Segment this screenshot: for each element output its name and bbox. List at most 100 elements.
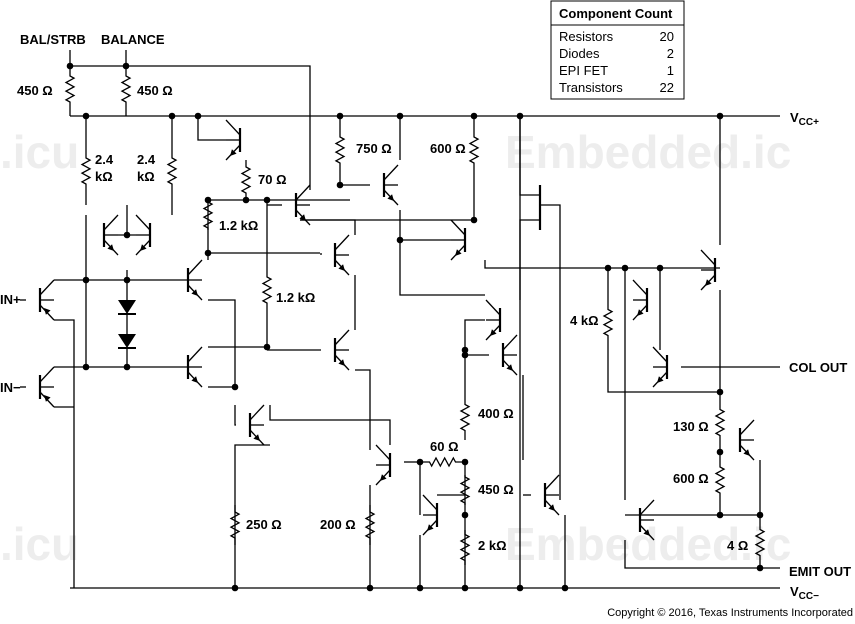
junction-dot [470,216,478,224]
table-border [550,0,685,100]
transistor-arrow [191,289,198,296]
junction-dot [231,584,239,592]
junction-dot [231,383,239,391]
junction-dot [756,511,764,519]
junction-dot [122,62,130,70]
resistor [714,405,726,440]
pin-in-plus: IN+ [0,292,21,307]
transistor-collector [383,164,399,181]
junction-dot [204,196,212,204]
wire [519,116,540,196]
transistor-collector [39,279,55,296]
copyright-notice: Copyright © 2016, Texas Instruments Inco… [607,607,853,619]
wire [197,116,226,141]
transistor-collector [103,214,119,231]
transistor [543,474,560,516]
transistor-arrow [657,376,664,383]
transistor-collector [334,234,350,251]
resistor [261,270,273,310]
transistor-collector [135,214,151,231]
pin-emit-out: EMIT OUT [789,564,851,579]
diode-triangle [118,300,136,314]
pin-vcc-minus: VCC− [790,584,819,602]
r200-label: 200 Ω [320,517,356,532]
vcc-minus-main: V [790,584,799,599]
watermark-text-d: Embedded.ic [505,518,791,570]
transistor-collector [739,419,755,436]
junction-dot [263,343,271,351]
transistor [294,184,311,226]
transistor [652,346,669,388]
r2k-label: 2 kΩ [478,538,507,553]
r24b-label-1: 2.4 [137,152,156,167]
transistor-arrow [705,279,712,286]
transistor [135,214,152,256]
junction-dot [396,236,404,244]
transistor [225,119,242,161]
resistor [459,530,471,565]
table-row-count: 22 [660,80,674,95]
wire [269,405,391,445]
pin-vcc-plus: VCC+ [790,110,819,128]
transistor [186,346,203,388]
junction-dot [621,264,629,272]
transistor [333,234,350,276]
resistor [468,130,480,170]
junction-dot [82,363,90,371]
transistor [422,494,439,536]
wire [519,219,540,588]
junction-dot [516,112,524,120]
wire [624,540,761,569]
junction-dot [123,363,131,371]
table-row-count: 2 [667,46,674,61]
resistor [459,395,471,440]
transistor-arrow [107,244,114,251]
junction-dot [461,351,469,359]
junction-dot [656,264,664,272]
wire [54,319,75,588]
vcc-plus-sub: CC+ [799,117,819,128]
r70-label: 70 Ω [258,172,287,187]
r4-label: 4 Ω [727,538,748,553]
transistor [632,279,649,321]
junction-dot [461,458,469,466]
watermark: .icu Embedded.ic .icu Embedded.ic [0,126,791,570]
transistor [38,279,55,321]
wires [20,50,780,589]
wire [339,170,370,186]
junction-dot [263,196,271,204]
transistor-collector [375,444,391,461]
transistor-collector [632,279,648,296]
junction-dot [242,196,250,204]
wire [484,260,720,269]
junction-dot [716,448,724,456]
junction-dot [516,584,524,592]
transistor [375,444,392,486]
wire [355,369,371,450]
junction-dot [336,112,344,120]
resistor-labels: 450 Ω 450 Ω 2.4 kΩ 2.4 kΩ 70 Ω 1.2 kΩ 1.… [17,83,748,553]
junction-dot [123,276,131,284]
wire [234,405,236,426]
transistor-arrow [140,244,147,251]
transistor-collector [485,299,501,316]
resistor [120,72,132,106]
table-row-count: 20 [660,29,674,44]
junction-dot [461,346,469,354]
table-row-name: Diodes [559,46,600,61]
table-row-name: Transistors [559,80,623,95]
transistor-arrow [455,249,462,256]
transistor [638,499,655,541]
junction-dot [461,511,469,519]
resistor [80,150,92,192]
junction-dot [716,112,724,120]
junction-dot [336,181,344,189]
wire [464,319,485,350]
transistor-collector [652,346,668,363]
junction-dot [366,584,374,592]
transistor-arrow [191,376,198,383]
transistor-arrow [506,364,513,371]
r450c-label: 450 Ω [478,482,514,497]
